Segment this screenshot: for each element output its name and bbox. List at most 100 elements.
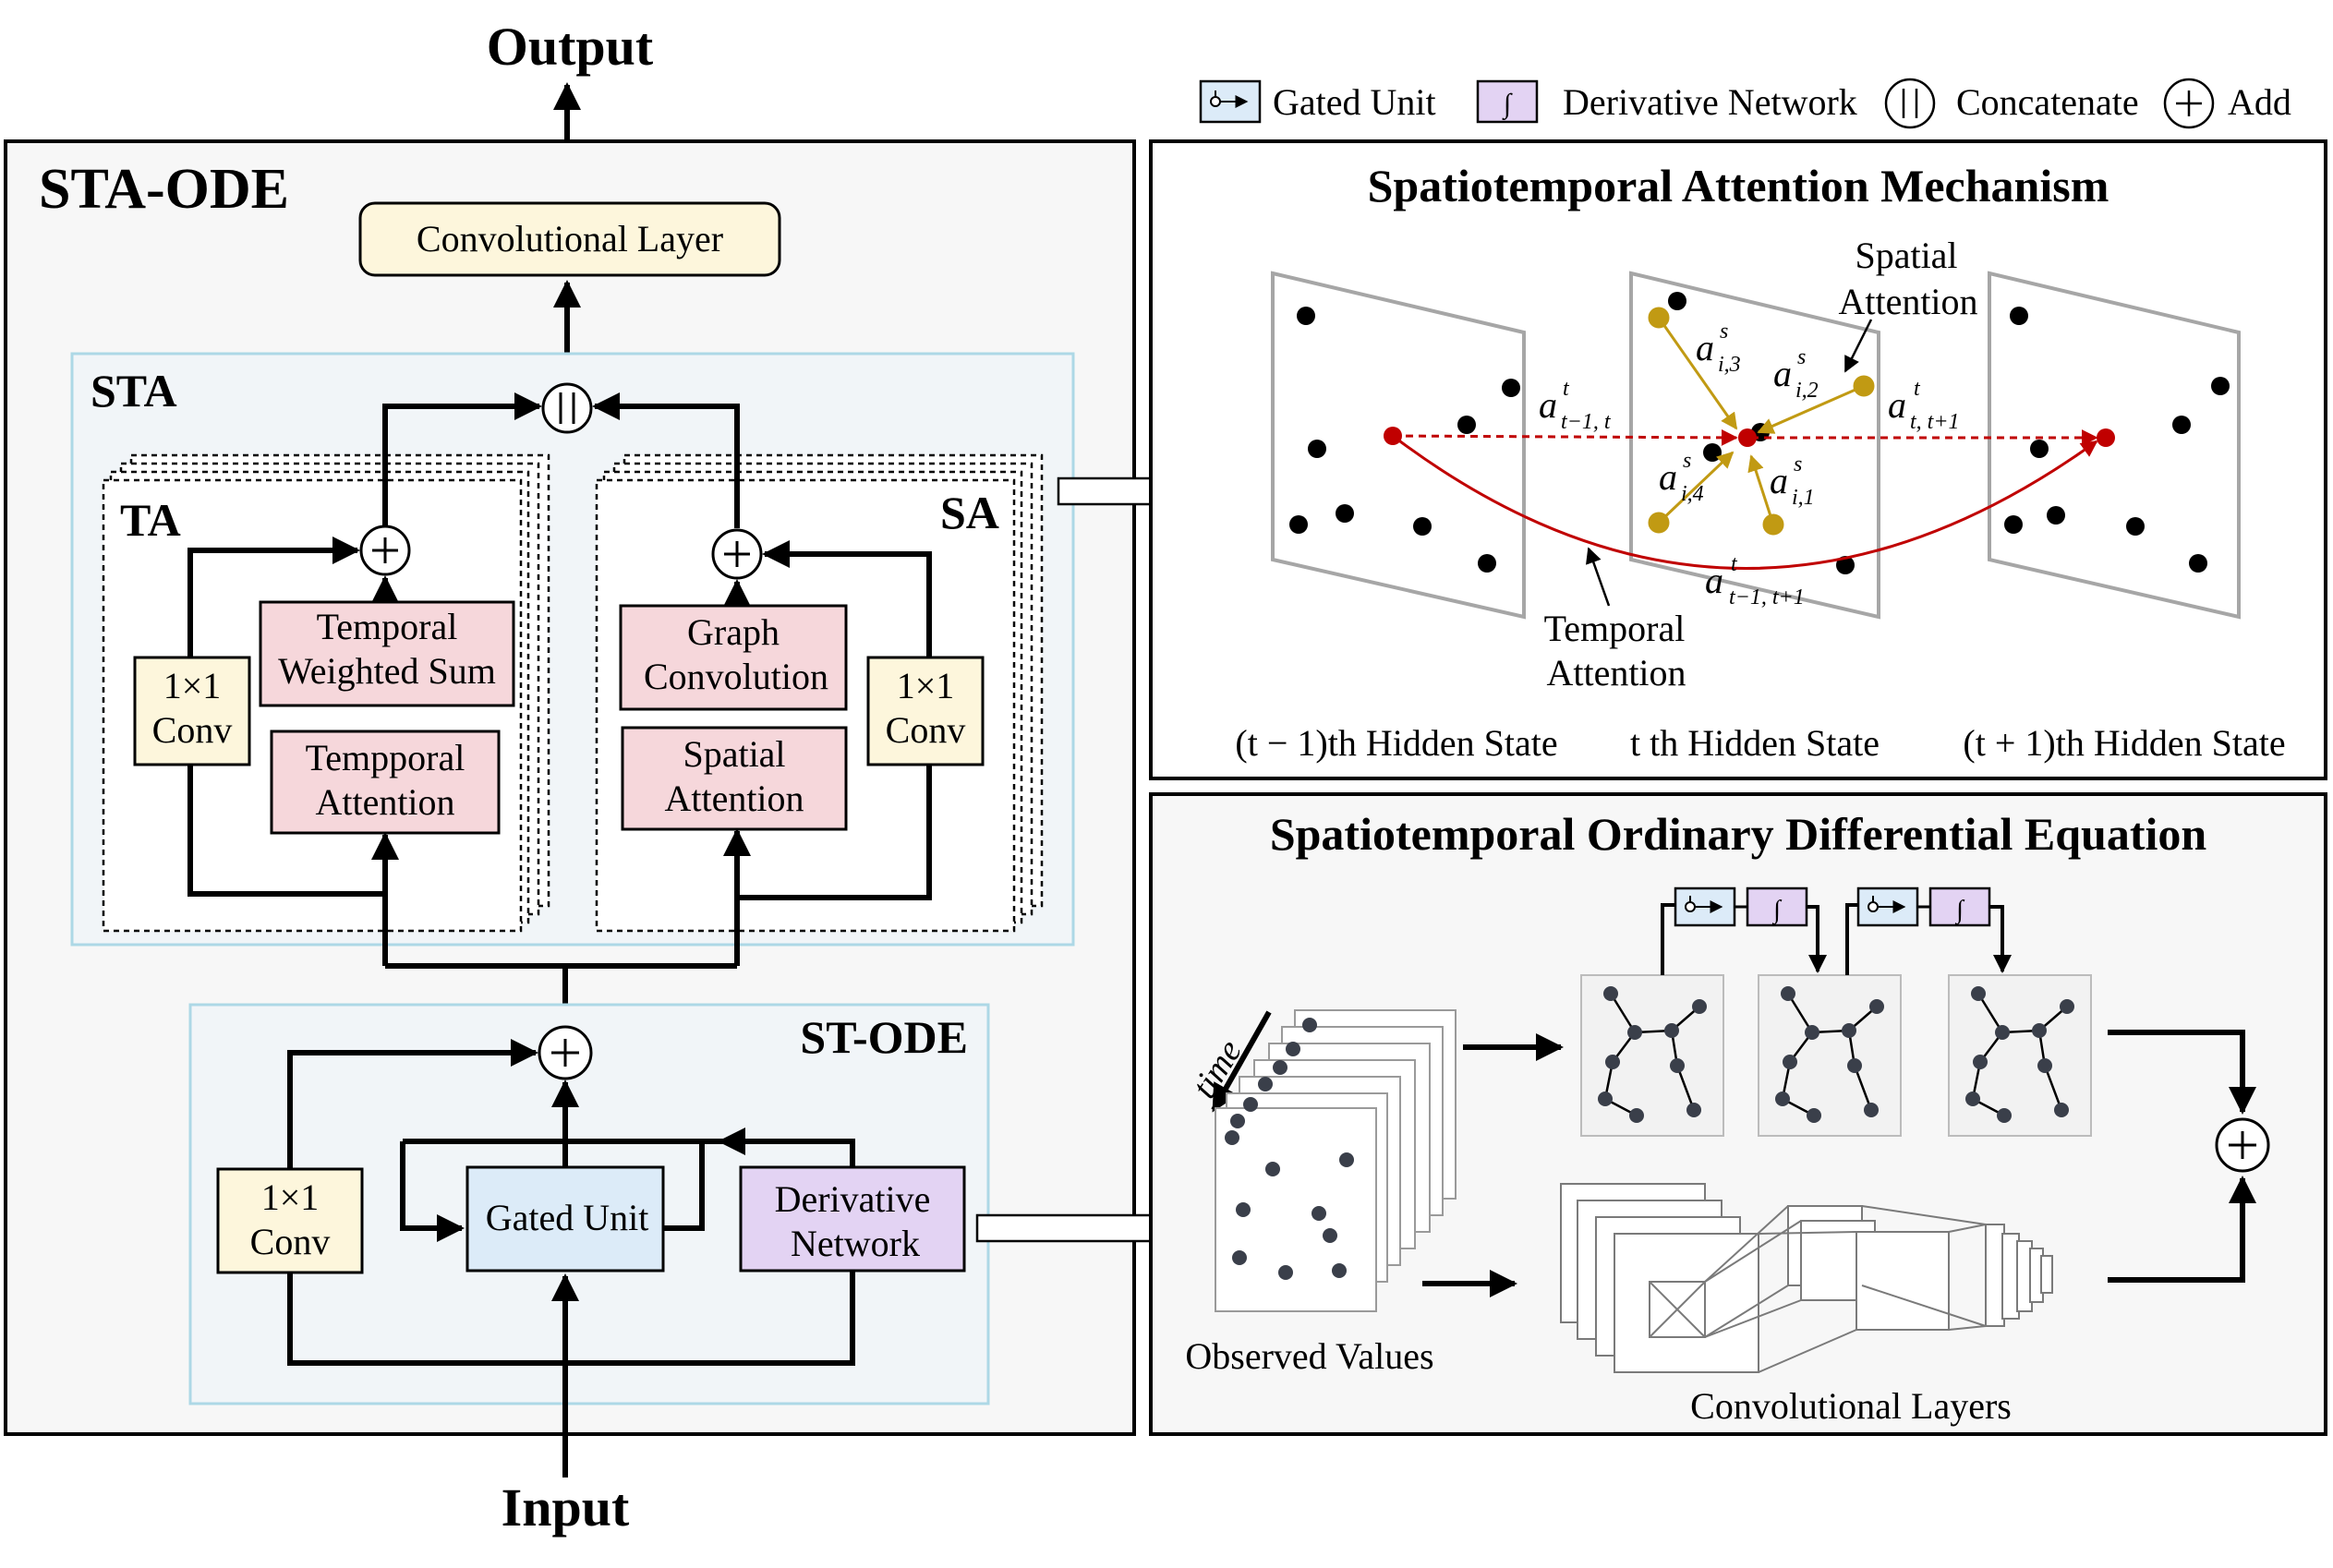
sta-label: STA <box>91 365 177 416</box>
derivative-network-line2: Network <box>791 1223 920 1264</box>
sa-conv1x1-line1: 1×1 <box>897 665 955 706</box>
st-ode-add-symbol <box>538 1025 593 1080</box>
sa-skip-bottom <box>737 765 932 900</box>
hidden-plane-curr <box>1629 271 1880 620</box>
svg-text:i,4: i,4 <box>1681 482 1704 506</box>
output-label: Output <box>487 17 654 77</box>
svg-text:s: s <box>1794 452 1802 476</box>
ode-panel-title: Spatiotemporal Ordinary Differential Equ… <box>1270 808 2207 860</box>
input-label: Input <box>502 1478 630 1538</box>
ta-label: TA <box>120 494 181 546</box>
prev-plane-nodes <box>1289 307 1520 573</box>
spatial-attention-links <box>1648 307 1875 536</box>
ode-add-symbol <box>2215 1117 2270 1173</box>
next-plane-nodes <box>2004 307 2230 573</box>
svg-text:t: t <box>1731 552 1738 576</box>
hidden-prev-caption: (t − 1)th Hidden State <box>1235 722 1557 764</box>
gated-unit-box <box>465 1165 665 1272</box>
temporal-attention-line2: Attention <box>315 781 454 823</box>
graph-convolution-box <box>619 604 848 711</box>
svg-text:t: t <box>1563 377 1570 401</box>
sa-add-symbol <box>711 528 763 580</box>
svg-text:∫: ∫ <box>1771 896 1783 925</box>
ta-conv1x1-line1: 1×1 <box>163 665 222 706</box>
loop-into-gated-arrow <box>400 1141 465 1242</box>
temporal-attention-callout-line1: Temporal <box>1544 608 1686 649</box>
svg-text:i,1: i,1 <box>1792 486 1815 510</box>
svg-text:t−1, t+1: t−1, t+1 <box>1729 585 1805 609</box>
observed-values-nodes <box>1225 1018 1354 1280</box>
derivative-network-box <box>739 1165 966 1272</box>
legend-concatenate-icon <box>1884 78 1936 129</box>
sa-skip-top-arrow <box>762 540 932 657</box>
svg-text:∫: ∫ <box>1954 896 1965 925</box>
svg-text:s: s <box>1797 345 1806 369</box>
svg-text:a: a <box>1773 353 1792 394</box>
graph-panel-2 <box>1758 974 1902 1137</box>
weight-label-prev-curr: a t t−1, t <box>1539 377 1612 434</box>
hidden-next-caption: (t + 1)th Hidden State <box>1963 722 2285 764</box>
spatial-attention-box <box>621 726 848 831</box>
graph-convolution-line1: Graph <box>687 611 780 653</box>
svg-text:∫: ∫ <box>1502 89 1513 121</box>
observed-frames-stack <box>1215 1009 1457 1312</box>
spatial-attention-line2: Attention <box>664 778 804 819</box>
convolutional-layers-label: Convolutional Layers <box>1690 1385 2012 1427</box>
stode-skip-bottom <box>287 1272 565 1366</box>
weight-label-i2: a s i,2 <box>1773 345 1819 403</box>
spatial-attention-callout-line1: Spatial <box>1855 235 1957 276</box>
temporal-weighted-sum-box <box>259 600 515 707</box>
sa-conv1x1-box <box>866 656 985 766</box>
svg-text:s: s <box>1720 320 1728 344</box>
legend-derivative-network-icon <box>1476 79 1539 124</box>
spatial-attention-line1: Spatial <box>683 733 785 775</box>
sa-conv1x1-line2: Conv <box>886 709 966 751</box>
legend-gated-unit-label: Gated Unit <box>1273 81 1436 123</box>
attention-panel-title: Spatiotemporal Attention Mechanism <box>1368 160 2109 211</box>
ta-to-concat-arrow <box>382 392 542 528</box>
legend-derivative-network-label: Derivative Network <box>1563 81 1857 123</box>
temporal-weighted-sum-line1: Temporal <box>317 606 458 647</box>
spatial-attention-callout-line2: Attention <box>1838 281 1977 322</box>
svg-text:a: a <box>1659 456 1677 498</box>
concatenate-symbol <box>541 382 593 434</box>
stode-conv1x1-line1: 1×1 <box>261 1176 320 1218</box>
ta-skip-top-arrow <box>187 537 360 657</box>
svg-text:a: a <box>1770 460 1788 501</box>
svg-text:i,3: i,3 <box>1718 353 1741 377</box>
svg-text:i,2: i,2 <box>1795 379 1819 403</box>
conv-to-add-arrow <box>2108 1176 2256 1283</box>
stode-skip-top-arrow <box>287 1039 538 1169</box>
spatial-attention-pointer <box>1843 319 1873 373</box>
svg-text:a: a <box>1696 327 1714 368</box>
convolutional-layer-box <box>358 201 781 277</box>
sa-to-concat-arrow <box>592 392 740 528</box>
ta-skip-bottom <box>187 765 385 897</box>
graphs-to-add-arrow <box>2108 1030 2256 1115</box>
legend-add-icon <box>2163 78 2215 129</box>
hidden-plane-next <box>1988 271 2241 620</box>
temporal-attention-line1: Tempporal <box>306 737 465 778</box>
ode-step-2: ∫ <box>1845 887 2012 975</box>
sta-ode-title: STA-ODE <box>39 158 289 221</box>
weight-label-i4: a s i,4 <box>1659 449 1704 506</box>
ta-add-symbol <box>359 525 411 576</box>
ta-conv1x1-line2: Conv <box>152 709 233 751</box>
conv-layers-illustration <box>1560 1183 2053 1373</box>
graph-panel-3 <box>1948 974 2092 1137</box>
weight-label-curr-next: a t t, t+1 <box>1888 377 1960 434</box>
svg-text:t, t+1: t, t+1 <box>1910 410 1960 434</box>
st-ode-label: ST-ODE <box>800 1011 968 1063</box>
stode-deriv-bottom <box>565 1271 855 1366</box>
stode-conv1x1-line2: Conv <box>250 1221 331 1262</box>
time-arrow <box>1211 1010 1272 1113</box>
svg-text:t−1, t: t−1, t <box>1561 410 1612 434</box>
graph-panel-1 <box>1580 974 1724 1137</box>
temporal-attention-pointer <box>1586 547 1611 607</box>
gated-unit-label: Gated Unit <box>486 1197 649 1238</box>
weight-label-i3: a s i,3 <box>1696 320 1741 377</box>
weight-label-prev-next: a t t−1, t+1 <box>1705 552 1805 609</box>
svg-text:a: a <box>1539 384 1557 426</box>
svg-text:t: t <box>1914 377 1921 401</box>
